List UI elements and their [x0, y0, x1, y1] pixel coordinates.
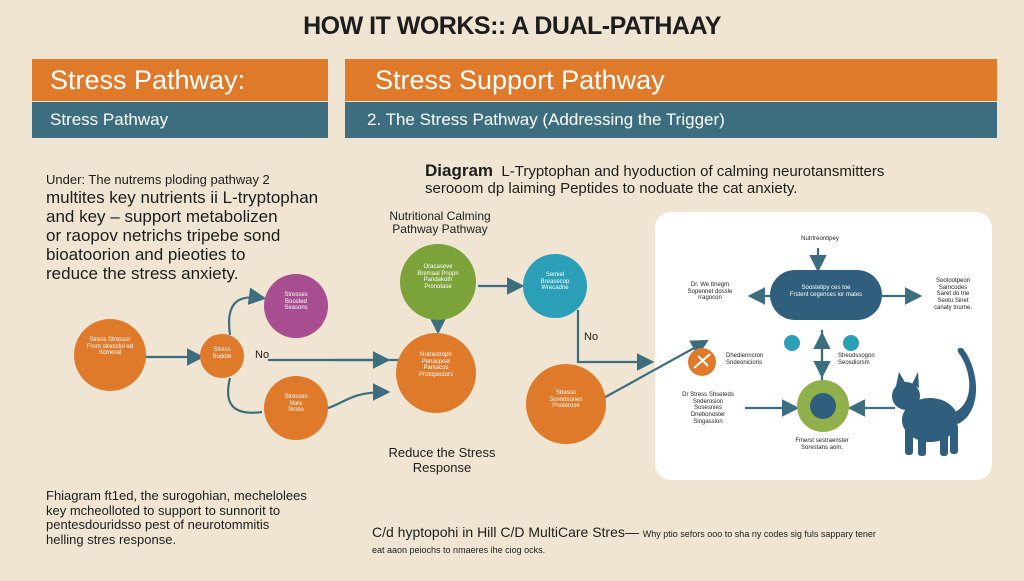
no-label-right: No [584, 331, 599, 343]
stressor-label: Stress Stressor From stressful ed Somora… [86, 337, 134, 357]
bottom-right-small-1: Why ptio sefors ooo to sha ny codes sig … [642, 529, 876, 539]
diagram-caption-lead: Diagram [425, 161, 494, 180]
purple-label: Stresses Boosted Seasons [284, 292, 308, 312]
right-banner-heading: Stress Support Pathway [345, 59, 997, 101]
bottom-left-label: Stresses Nore Srose [284, 394, 308, 414]
connector-lines [145, 248, 923, 417]
bottom-left-node [264, 376, 328, 440]
arrow-teal-to-panel [576, 310, 655, 371]
center-big-node [396, 333, 476, 413]
intro-first-line: Under: The nutrems ploding pathway 2 [46, 172, 270, 188]
nutritional-calming-label: Nutritional Calming Pathway Pathway [389, 209, 491, 237]
lower-orange-node [526, 364, 606, 444]
panel-cyan-icon-left [784, 335, 800, 351]
bottom-right-text: C/d hyptopohi in Hill C/D MultiCare Stre… [372, 524, 972, 556]
diagram-caption: Diagram L-Tryptophan and hyoduction of c… [425, 161, 985, 198]
bottom-right-small-2: eat aaon peiochs to nmaeres ihe ciog ock… [372, 544, 546, 555]
arrow-center-to-bottom [227, 377, 263, 414]
diagram-caption-text: L-Tryptophan and hyoduction of calming n… [425, 163, 885, 197]
panel-mid-left-label: Dhedienncron Sndeonicions [726, 353, 764, 366]
page-title: HOW IT WORKS:: A DUAL-PATHAAY [303, 12, 721, 40]
panel-cyan-icon-right [843, 335, 859, 351]
center-small-node [200, 334, 244, 378]
panel-pill-label: Soostetipy ces toe Frstent cegences ior … [789, 285, 863, 298]
left-banner-heading: Stress Pathway: [32, 59, 328, 101]
purple-node [264, 274, 328, 338]
right-banner-subheading: 2. The Stress Pathway (Addressing the Tr… [345, 102, 997, 138]
panel-right-note: Sootootpeon Samcodes Saret do trie Seotu… [933, 278, 973, 311]
panel-core-icon [810, 393, 836, 419]
panel-bone-icon [693, 353, 711, 369]
center-big-label: Nutraotroph Penacpoal Pantacos Protopect… [418, 352, 454, 379]
panel-left-note: Dr. We ttnegm Sopennet dossle rragocon [687, 282, 733, 302]
arrow-orange-to-panel [599, 339, 709, 401]
lower-orange-label: Stresso Scendsones Pnoterose [549, 390, 583, 410]
reduce-stress-label: Reduce the Stress Response [388, 445, 496, 475]
intro-body: multites key nutrients ii L-tryptophan a… [46, 187, 319, 283]
teal-label: Semiel Breasecop Wrecadne [540, 272, 570, 292]
arrow-center-to-purple [227, 287, 267, 336]
green-label: Oracaseve Bremaal Pnopn Pandakoth Pronot… [417, 264, 459, 291]
teal-node [523, 254, 587, 318]
cat-icon [892, 347, 977, 456]
panel-low-left-label: Dr Stress Shseteds Snderosion Sosesnies … [682, 392, 734, 425]
green-node [400, 244, 476, 320]
left-banner-subheading: Stress Pathway [32, 102, 328, 138]
bottom-left-text: Fhiagram ft1ed, the surogohian, mechelol… [46, 488, 307, 547]
center-small-label: Stress Budote [212, 347, 232, 360]
bottom-right-main: C/d hyptopohi in Hill C/D MultiCare Stre… [372, 524, 639, 540]
panel-pill [770, 270, 882, 320]
panel-mid-right-label: Sheodssogon Seosdiorsm [838, 353, 875, 366]
panel-low-right-label: Fmerst sestraenster Sorestans aom. [795, 438, 849, 451]
stressor-node [74, 319, 146, 391]
no-label-left: No [255, 349, 270, 361]
panel-top-label: Nutrtreontipey [801, 236, 839, 242]
